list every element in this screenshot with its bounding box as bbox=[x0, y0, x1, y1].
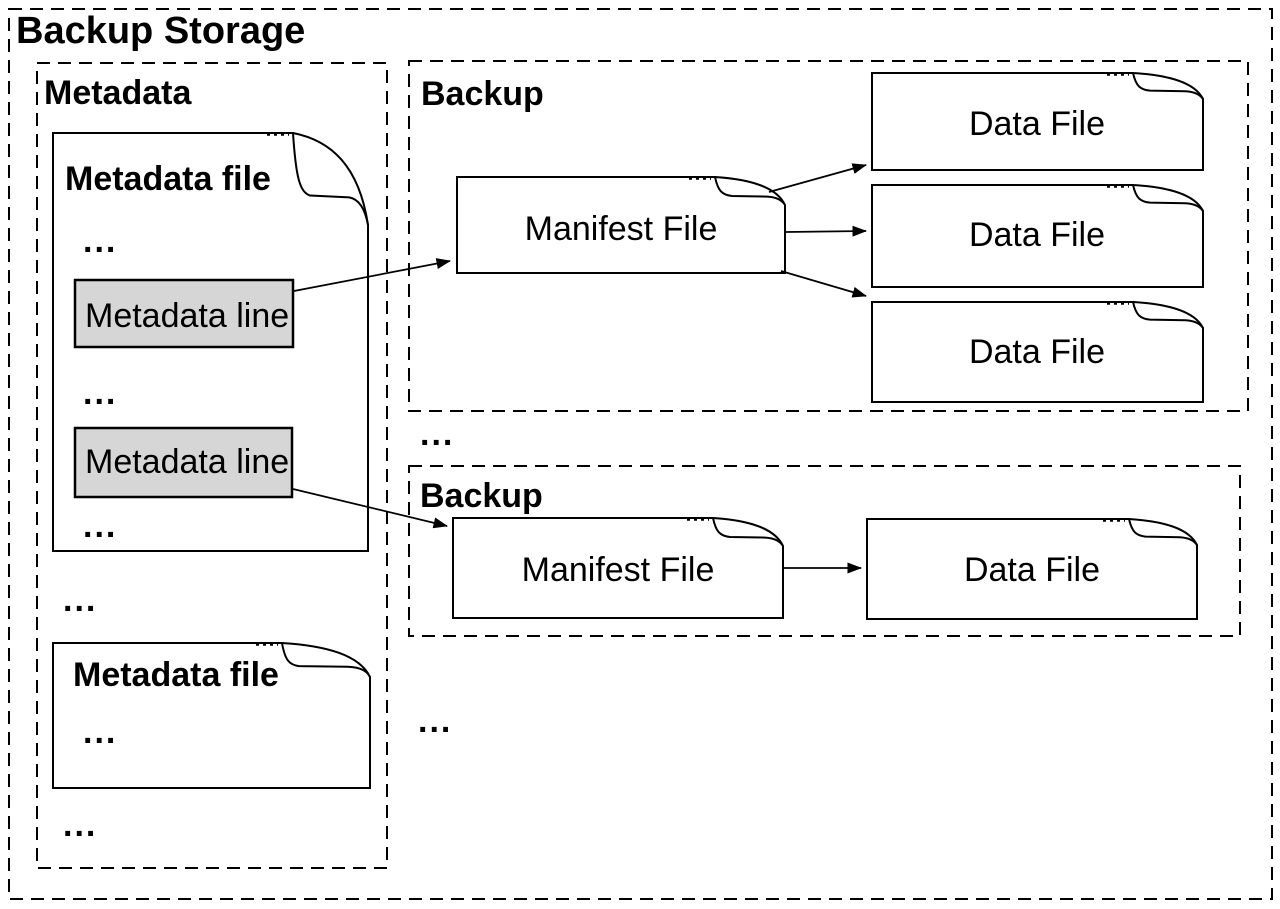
arrow-manifest-1-to-data-file-3 bbox=[780, 270, 867, 298]
backup-group-2: Backup Manifest File Data File bbox=[408, 465, 1241, 637]
data-file-1-shape bbox=[871, 72, 1204, 171]
data-file-4-label: Data File bbox=[964, 551, 1100, 589]
metadata-file-2-title: Metadata file bbox=[73, 656, 279, 694]
metadata-file-2-shape bbox=[52, 642, 371, 789]
manifest-file-2-label: Manifest File bbox=[522, 551, 715, 589]
manifest-file-1: Manifest File bbox=[456, 176, 786, 274]
data-file-2-label: Data File bbox=[969, 216, 1105, 254]
metadata-file-1-title: Metadata file bbox=[65, 160, 271, 198]
metadata-ellipsis-between-files: ... bbox=[63, 581, 97, 619]
data-file-2-shape bbox=[871, 184, 1204, 288]
data-file-1: Data File bbox=[871, 72, 1204, 171]
data-file-3: Data File bbox=[871, 301, 1204, 403]
metadata-group-box bbox=[36, 62, 388, 869]
metadata-line-2-box bbox=[73, 426, 294, 499]
metadata-line-1-label: Metadata line bbox=[85, 297, 289, 335]
manifest-file-1-shape bbox=[456, 176, 786, 274]
metadata-file-2-fold bbox=[281, 642, 371, 678]
backup-1-label: Backup bbox=[421, 75, 544, 113]
backup-group-1: Backup Manifest File Data File Data File… bbox=[408, 60, 1249, 412]
metadata-ellipsis-after-files: ... bbox=[63, 806, 97, 844]
ellipsis-after-backups: ... bbox=[418, 702, 452, 740]
metadata-group: Metadata Metadata file ... Metadata line… bbox=[36, 62, 388, 869]
data-file-3-shape bbox=[871, 301, 1204, 403]
metadata-line-2-label: Metadata line bbox=[85, 443, 289, 481]
arrow-manifest-1-to-data-file-2 bbox=[785, 225, 867, 237]
data-file-4: Data File bbox=[866, 518, 1198, 620]
data-file-4-fold bbox=[1128, 518, 1198, 546]
data-file-4-shape bbox=[866, 518, 1198, 620]
data-file-2-fold bbox=[1132, 184, 1204, 212]
manifest-file-2-fold bbox=[712, 517, 784, 547]
backup-storage-title: Backup Storage bbox=[16, 10, 305, 52]
metadata-file-1-fold bbox=[292, 132, 369, 226]
metadata-group-label: Metadata bbox=[44, 74, 192, 112]
metadata-file-1-ellipsis-mid: ... bbox=[83, 374, 117, 412]
metadata-file-1-ellipsis-bottom: ... bbox=[83, 507, 117, 545]
data-file-3-fold bbox=[1132, 301, 1204, 329]
metadata-file-1: Metadata file ... Metadata line ... Meta… bbox=[52, 132, 369, 552]
manifest-file-1-label: Manifest File bbox=[525, 210, 718, 248]
manifest-file-2: Manifest File bbox=[452, 517, 784, 619]
data-file-3-label: Data File bbox=[969, 333, 1105, 371]
arrow-metadata-line-1-to-manifest-1 bbox=[293, 258, 451, 292]
manifest-file-2-shape bbox=[452, 517, 784, 619]
metadata-file-1-ellipsis-top: ... bbox=[83, 222, 117, 260]
backup-2-box bbox=[408, 465, 1241, 637]
data-file-1-fold bbox=[1132, 72, 1204, 100]
manifest-file-1-fold bbox=[714, 176, 786, 206]
backup-2-label: Backup bbox=[420, 477, 543, 515]
data-file-1-label: Data File bbox=[969, 105, 1105, 143]
metadata-file-2-ellipsis: ... bbox=[83, 713, 117, 751]
arrow-metadata-line-2-to-manifest-2 bbox=[292, 488, 448, 529]
ellipsis-between-backups: ... bbox=[420, 415, 454, 453]
metadata-line-1-box bbox=[73, 278, 295, 349]
arrow-manifest-1-to-data-file-1 bbox=[768, 163, 867, 193]
metadata-file-2: Metadata file ... bbox=[52, 642, 371, 789]
data-file-2: Data File bbox=[871, 184, 1204, 288]
backup-storage-box bbox=[8, 8, 1273, 900]
backup-1-box bbox=[408, 60, 1249, 412]
